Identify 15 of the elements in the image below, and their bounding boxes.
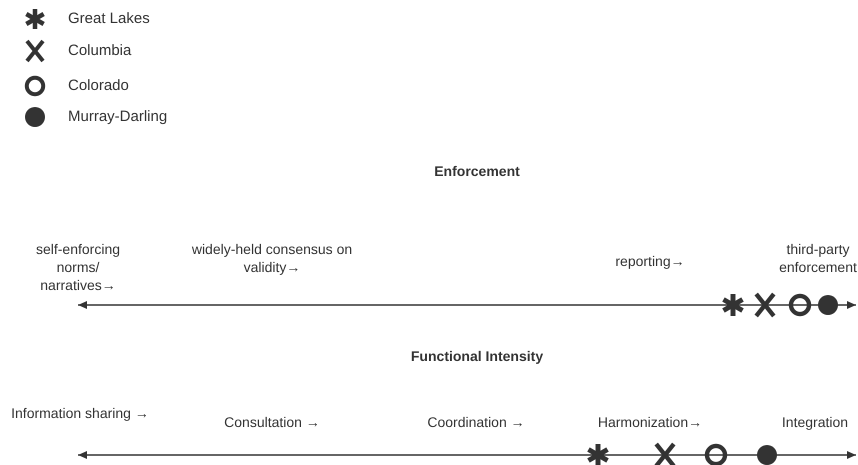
- scale-label: third-party enforcement: [778, 240, 858, 276]
- scale-label: Coordination →: [427, 413, 525, 431]
- legend-label: Colorado: [68, 77, 129, 95]
- scale-label: self-enforcing norms/ narratives→: [34, 240, 122, 294]
- legend-label: Murray-Darling: [68, 108, 168, 126]
- scale-label: reporting→: [615, 252, 685, 270]
- section-heading: Enforcement: [434, 162, 520, 180]
- scale-label: Information sharing →: [10, 404, 150, 422]
- section-heading: Functional Intensity: [410, 347, 544, 365]
- legend-label: Great Lakes: [68, 10, 150, 28]
- scale-label: Integration: [782, 413, 848, 431]
- scale-label: Harmonization→: [598, 413, 702, 431]
- scale-label: Consultation →: [224, 413, 320, 431]
- scale-label: widely-held consensus on validity→: [190, 240, 354, 276]
- legend-label: Columbia: [68, 42, 132, 60]
